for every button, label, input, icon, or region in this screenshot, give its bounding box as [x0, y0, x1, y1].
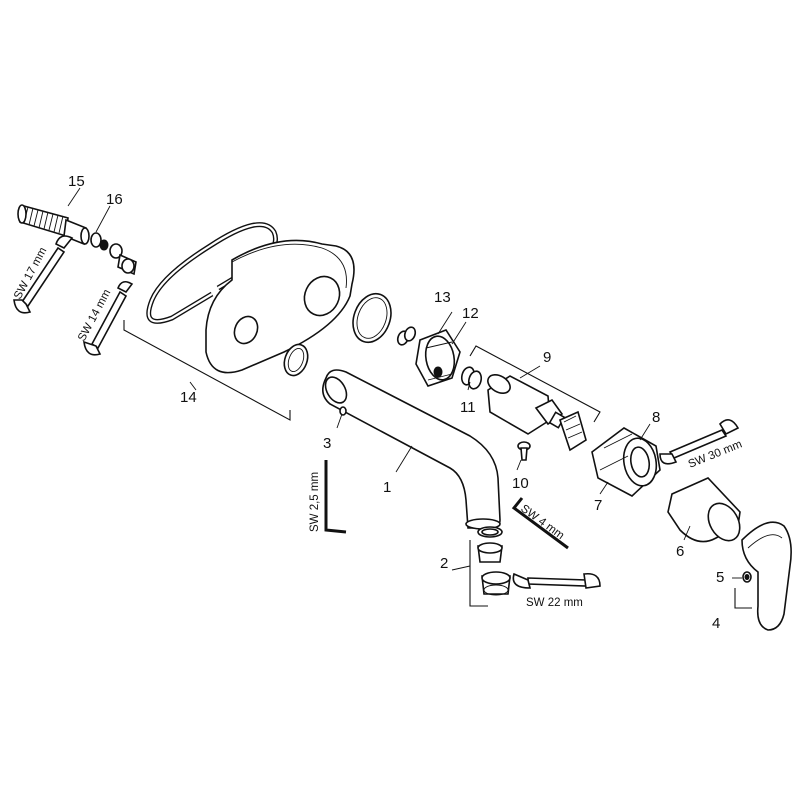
label-part-2: 2 [440, 555, 448, 572]
label-part-13: 13 [434, 289, 451, 306]
o-ring-large [352, 292, 392, 344]
label-part-8: 8 [652, 409, 660, 426]
label-part-6: 6 [676, 543, 684, 560]
hex-key-2-5mm-icon [324, 460, 347, 534]
label-part-11: 11 [460, 399, 476, 416]
part-15-extension-hose [17, 204, 90, 246]
part-4-bracket [734, 588, 752, 609]
wrench-sw14-icon [83, 280, 134, 356]
part-10-screw [517, 441, 531, 461]
label-part-3: 3 [323, 435, 331, 452]
part-16-fitting [90, 232, 137, 276]
o-ring-small [283, 343, 309, 377]
part-6-cover-sleeve [667, 477, 741, 543]
label-part-9: 9 [543, 349, 551, 366]
label-sw25: SW 2,5 mm [309, 472, 321, 532]
label-sw4: SW 4 mm [518, 503, 566, 542]
part-5-grub-screw [742, 571, 752, 583]
label-part-16: 16 [106, 191, 123, 208]
wrench-sw22-icon [512, 572, 601, 589]
part-1-spout [322, 369, 501, 530]
part-11-o-rings [460, 366, 483, 390]
label-part-7: 7 [594, 497, 602, 514]
label-part-15: 15 [68, 173, 85, 190]
label-part-14: 14 [180, 389, 197, 406]
part-9-cartridge [469, 345, 601, 452]
label-part-12: 12 [462, 305, 479, 322]
wrench-sw30-icon [659, 419, 740, 465]
label-part-5: 5 [716, 569, 724, 586]
part-14-bracket [123, 320, 291, 421]
leader-lines [67, 187, 742, 579]
wrench-sw17-icon [13, 235, 74, 314]
part-4-handle-lever [741, 521, 792, 631]
part-8-sleeve [591, 427, 661, 497]
part-2-aerator [469, 526, 511, 607]
label-part-1: 1 [383, 479, 391, 496]
part-14-cover-plate [205, 239, 355, 374]
label-sw22: SW 22 mm [526, 597, 583, 609]
label-part-4: 4 [712, 615, 720, 632]
label-part-10: 10 [512, 475, 529, 492]
hex-key-4mm-icon [511, 497, 569, 550]
small-o-rings [396, 326, 417, 346]
part-13-diverter-housing [415, 329, 461, 387]
